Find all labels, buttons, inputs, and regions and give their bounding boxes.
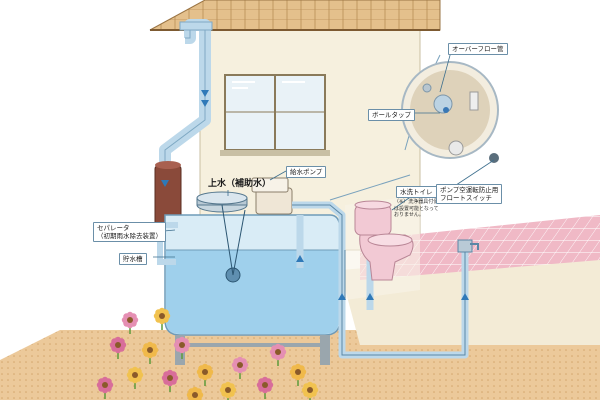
label-storage-tank: 貯水槽 <box>119 253 147 265</box>
label-flush-toilet: 水洗トイレ <box>396 186 437 198</box>
label-float-switch: ポンプ空運転防止用 フロートスイッチ <box>436 184 502 204</box>
label-separator: セパレータ （初期雨水除去装置） <box>93 222 166 242</box>
label-supply-pump: 給水ポンプ <box>286 166 326 178</box>
label-ball-tap: ボールタップ <box>368 109 415 121</box>
label-overflow-pipe: オーバーフロー管 <box>448 43 508 55</box>
label-makeup-water: 上水（補助水） <box>208 176 271 189</box>
